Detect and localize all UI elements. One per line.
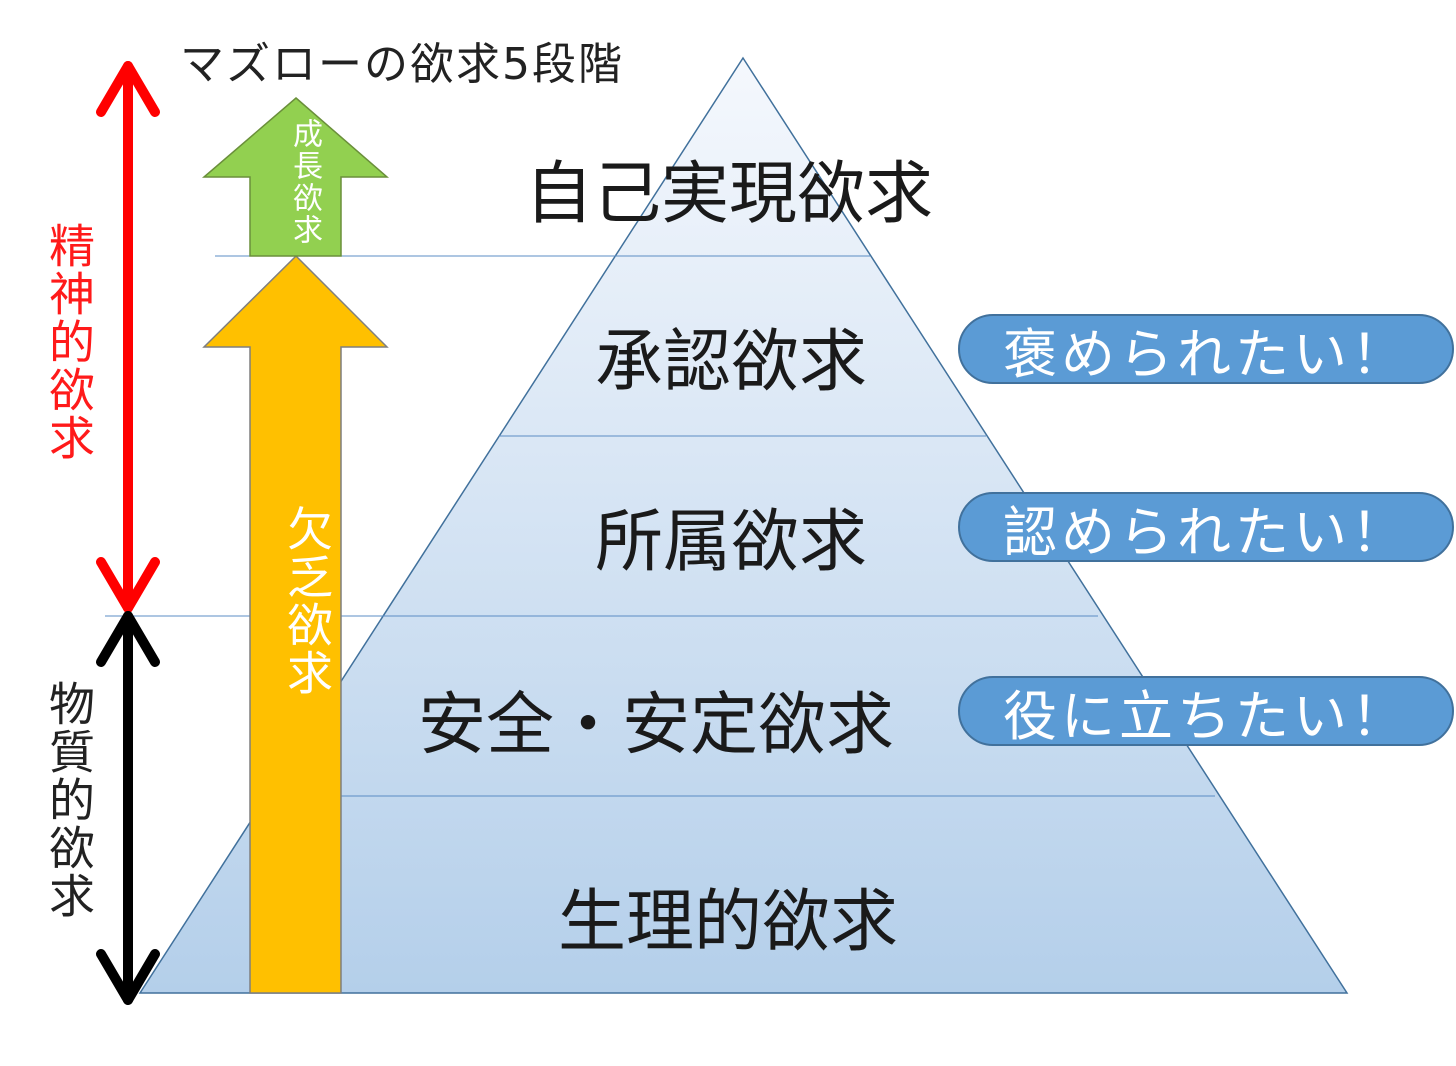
level-physiological: 生理的欲求 (558, 883, 899, 962)
material-needs-label: 物質的欲求 (42, 680, 96, 920)
material-range-arrow (96, 611, 160, 1005)
deficiency-needs-label: 欠乏欲求 (280, 505, 334, 697)
level-belonging: 所属欲求 (595, 503, 868, 582)
growth-arrow (201, 97, 390, 257)
callout-want-praise: 褒められたい！ (958, 314, 1454, 386)
callout-want-recognition: 認められたい！ (958, 492, 1454, 564)
growth-needs-label: 成長欲求 (287, 118, 322, 246)
mental-range-arrow (96, 61, 160, 613)
deficiency-arrow (202, 254, 389, 994)
level-self-actualization: 自己実現欲求 (525, 155, 934, 234)
level-safety: 安全・安定欲求 (418, 686, 895, 765)
callout-want-helpful: 役に立ちたい！ (958, 676, 1454, 748)
diagram-title: マズローの欲求5段階 (180, 39, 624, 90)
level-esteem: 承認欲求 (595, 323, 868, 402)
mental-needs-label: 精神的欲求 (42, 222, 96, 462)
